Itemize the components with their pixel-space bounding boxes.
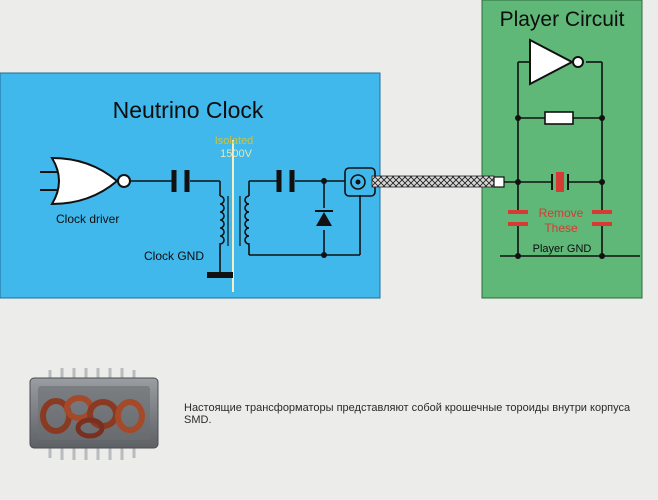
junction-dots — [515, 115, 605, 259]
junction-dot — [321, 178, 327, 184]
remove-label-1: Remove — [539, 206, 584, 220]
clock-driver-label: Clock driver — [56, 212, 119, 226]
junction-dot — [321, 252, 327, 258]
remove-label-2: These — [544, 221, 578, 235]
capacitor-icon — [508, 210, 612, 226]
player-panel-title: Player Circuit — [500, 8, 625, 31]
clock-primary-wiring — [130, 180, 221, 272]
capacitor-icon — [276, 170, 295, 192]
capacitor-gap — [598, 214, 606, 222]
coax-cable — [371, 175, 495, 188]
smd-chip-photo — [29, 368, 159, 460]
clock-gnd-symbol — [207, 272, 233, 278]
resistor-icon — [544, 111, 574, 125]
inverter-icon — [529, 38, 584, 86]
nor-gate-icon — [40, 156, 131, 206]
capacitor-icon — [171, 170, 190, 192]
player-panel — [481, 0, 643, 299]
isolation-label-1: Isolated — [215, 135, 254, 147]
capacitor-gap — [514, 214, 522, 222]
clock-secondary-wiring — [248, 180, 361, 256]
clock-panel-title: Neutrino Clock — [113, 97, 264, 123]
diode-icon — [315, 210, 333, 226]
photo-caption: Настоящие трансформаторы представляют со… — [184, 402, 631, 426]
isolation-label-2: 1500V — [220, 148, 252, 160]
transformer-icon — [218, 195, 251, 247]
clock-gnd-label: Clock GND — [144, 249, 204, 263]
player-gnd-label: Player GND — [533, 243, 592, 255]
crystal-icon — [551, 172, 569, 192]
